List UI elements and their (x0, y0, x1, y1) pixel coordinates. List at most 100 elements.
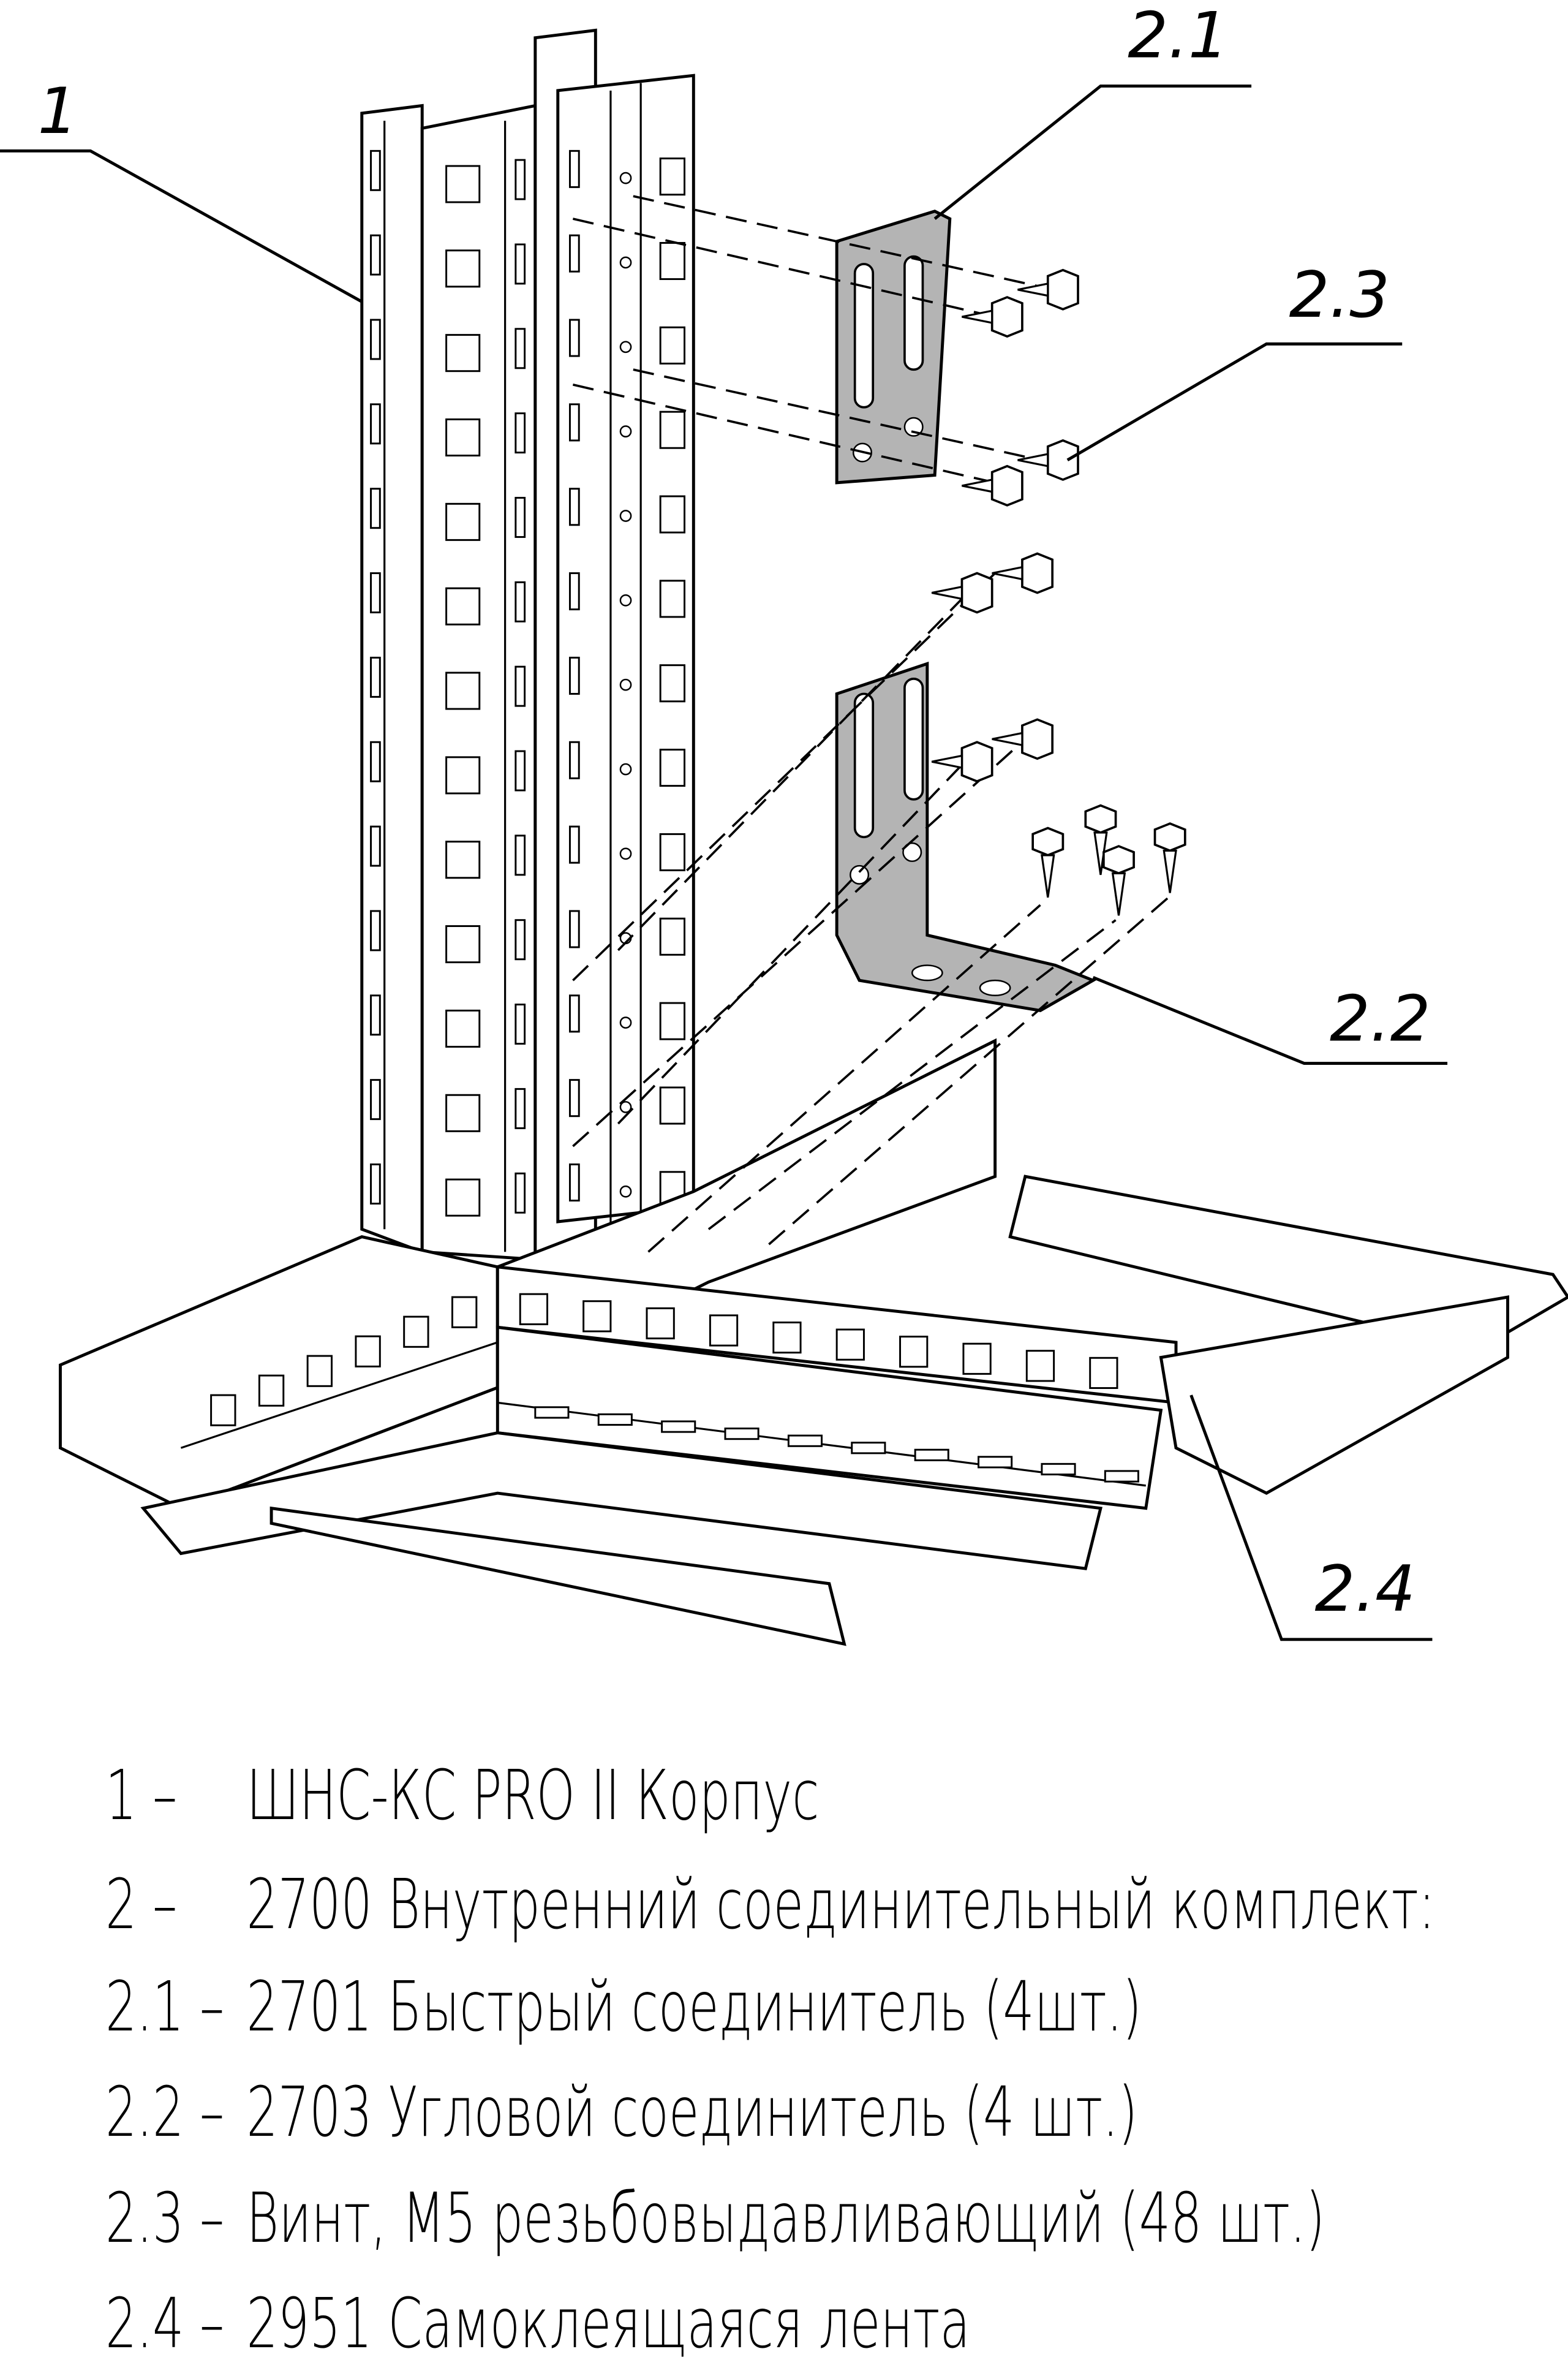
callout-label-2-4: 2.4 (1314, 1553, 1415, 1626)
square-hole (445, 672, 481, 710)
legend-item-text: 2701 Быстрый соединитель (4шт.) (246, 1967, 1142, 2047)
square-hole (445, 841, 481, 879)
legend-item-text: 2703 Угловой соединитель (4 шт.) (246, 2073, 1138, 2152)
legend-item-number: 2.1 – (105, 1967, 225, 2047)
slot-hole (514, 834, 526, 876)
square-hole (445, 1094, 481, 1132)
slot-hole (370, 741, 381, 782)
callout-2-3: 2.3 (1066, 259, 1403, 462)
screw-shank-icon (1017, 282, 1049, 297)
screw-head-icon (960, 572, 993, 614)
rail-slot-hole (1104, 1470, 1139, 1483)
assembly-drawing: 1 2.1 2.3 2.2 2.4 (0, 0, 1568, 1646)
slot-hole (568, 825, 580, 864)
square-hole (659, 326, 686, 365)
screw-shank-icon (1111, 872, 1126, 916)
slot-hole (568, 488, 580, 526)
screw-head-icon (1084, 804, 1117, 834)
quick-connector-bracket (835, 210, 952, 485)
slot-hole (514, 328, 526, 369)
rail-square-hole (1025, 1350, 1055, 1382)
rail-slot-hole (851, 1442, 886, 1455)
slot-hole (568, 403, 580, 442)
slot-hole (514, 750, 526, 792)
round-hole (619, 1101, 632, 1113)
square-hole (445, 502, 481, 541)
legend-item-text: 2700 Внутренний соединительный комплект: (246, 1865, 1436, 1945)
corner-connector-bracket (835, 661, 1097, 1012)
legend-item-text: 2951 Самоклеящаяся лента (246, 2284, 970, 2364)
legend-item-number: 2.3 – (105, 2179, 225, 2258)
slot-hole (370, 910, 381, 952)
frame-posts (360, 28, 695, 1262)
rail-square-hole (306, 1355, 333, 1387)
legend-item-text: Винт, М5 резьбовыдавливающий (48 шт.) (246, 2179, 1325, 2258)
slot-hole (514, 159, 526, 200)
legend-item: 2.2 –2703 Угловой соединитель (4 шт.) (105, 2073, 1137, 2165)
screw-head-icon (1102, 845, 1135, 875)
legend-item-number: 2.4 – (105, 2284, 225, 2364)
rail-holes (210, 1293, 1139, 1483)
round-hole (619, 425, 632, 437)
rail-square-hole (709, 1314, 739, 1347)
slot-hole (568, 994, 580, 1033)
square-hole (659, 495, 686, 534)
slot-hole (568, 234, 580, 273)
slot-hole (370, 825, 381, 867)
callout-1: 1 (0, 75, 363, 303)
round-hole (619, 594, 632, 607)
callout-2-4: 2.4 (1189, 1394, 1433, 1641)
square-hole (445, 249, 481, 288)
screw-head-icon (1021, 552, 1054, 594)
screw-head-icon (1153, 822, 1186, 852)
square-hole (445, 756, 481, 795)
screw-shank-icon (992, 566, 1023, 581)
screw-head-icon (1046, 268, 1079, 311)
round-hole (619, 678, 632, 691)
slot-hole (568, 1079, 580, 1118)
slot-hole (514, 665, 526, 707)
slot-hole (514, 412, 526, 454)
screw-shank-icon (931, 754, 963, 770)
round-hole (619, 1016, 632, 1029)
assembly-guide-lines (572, 195, 1169, 1253)
square-hole (445, 418, 481, 457)
round-hole (619, 341, 632, 354)
square-hole (659, 580, 686, 618)
screw-head-icon (1031, 827, 1065, 857)
slot-hole (514, 1004, 526, 1045)
callout-2-2: 2.2 (1092, 975, 1448, 1065)
slot-hole (370, 994, 381, 1036)
rail-square-hole (582, 1300, 612, 1333)
slot-hole (370, 488, 381, 529)
rail-square-hole (772, 1321, 802, 1354)
slot-hole (568, 741, 580, 779)
legend-item-number: 1 – (105, 1756, 178, 1836)
screw-head-icon (990, 296, 1023, 338)
callout-label-2-1: 2.1 (1128, 0, 1228, 73)
rail-square-hole (451, 1296, 478, 1328)
square-hole (659, 749, 686, 787)
round-hole (619, 763, 632, 776)
slot-hole (370, 656, 381, 698)
rail-square-hole (258, 1374, 285, 1407)
slot-hole (370, 403, 381, 445)
legend-item-number: 2 – (105, 1865, 178, 1945)
slot-hole (370, 319, 381, 360)
square-hole (445, 1009, 481, 1048)
callout-2-1: 2.1 (933, 0, 1252, 220)
rail-square-hole (355, 1335, 381, 1368)
callout-label-1: 1 (38, 75, 78, 148)
round-hole (619, 256, 632, 269)
slot-hole (514, 496, 526, 538)
round-hole (619, 172, 632, 184)
screw-shank-icon (1163, 849, 1177, 893)
slot-hole (568, 910, 580, 948)
screws (931, 268, 1186, 916)
square-hole (659, 157, 686, 196)
screw-shank-icon (931, 585, 963, 600)
rail-slot-hole (914, 1448, 949, 1461)
round-hole (619, 1185, 632, 1198)
square-hole (445, 334, 481, 373)
slot-hole (514, 1172, 526, 1214)
